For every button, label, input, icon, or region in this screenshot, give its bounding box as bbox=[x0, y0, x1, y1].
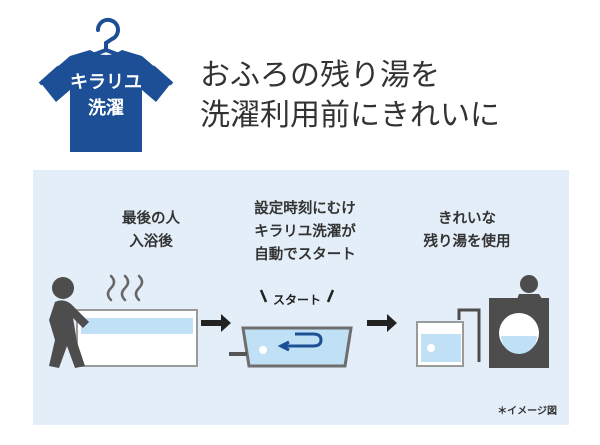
person-bathtub-icon bbox=[49, 274, 198, 368]
title-line1: おふろの残り湯を bbox=[200, 58, 440, 93]
step-2-line1: 設定時刻にむけ bbox=[254, 201, 356, 217]
step-2-caption: 設定時刻にむけ キラリユ洗濯が 自動でスタート bbox=[225, 198, 385, 267]
arrow-right-icon bbox=[367, 314, 397, 332]
tub-washing-machine-icon bbox=[416, 275, 549, 368]
tshirt-hanger-icon bbox=[38, 17, 174, 152]
start-label: スタート bbox=[273, 293, 321, 307]
auto-start-tub-icon bbox=[229, 289, 353, 368]
badge-line2: 洗濯 bbox=[88, 98, 124, 119]
image-note: ＊イメージ図 bbox=[497, 406, 557, 417]
badge-label: キラリユ 洗濯 bbox=[36, 70, 176, 122]
title-line2: 洗濯利用前にきれいに bbox=[200, 98, 500, 133]
step-3-line2: 残り湯を使用 bbox=[423, 234, 511, 250]
step-1-line2: 入浴後 bbox=[129, 234, 173, 250]
step-1-caption: 最後の人 入浴後 bbox=[71, 208, 231, 254]
page-title: おふろの残り湯を 洗濯利用前にきれいに bbox=[200, 56, 500, 136]
step-3-line1: きれいな bbox=[438, 211, 496, 227]
step-1-line1: 最後の人 bbox=[122, 211, 180, 227]
step-2-line2: キラリユ洗濯が bbox=[254, 224, 356, 240]
badge-line1: キラリユ bbox=[70, 72, 142, 93]
step-2-line3: 自動でスタート bbox=[254, 247, 356, 263]
arrow-right-icon bbox=[201, 314, 231, 332]
illustration-panel: 最後の人 入浴後 設定時刻にむけ キラリユ洗濯が 自動でスタート きれいな 残り… bbox=[33, 170, 569, 425]
step-3-caption: きれいな 残り湯を使用 bbox=[387, 208, 547, 254]
